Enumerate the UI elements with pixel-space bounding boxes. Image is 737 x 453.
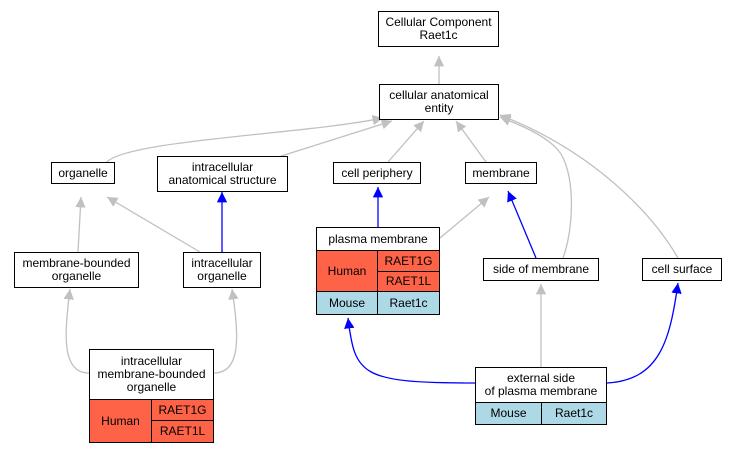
node-cellular-component-root[interactable]: Cellular Component Raet1c [378,11,499,47]
edge-membrane-to-anatomical [455,120,487,163]
edge-external-side-part-of-plasma-membrane [344,317,476,384]
node-side-of-membrane[interactable]: side of membrane [483,258,599,281]
plasma-membrane-mouse-label: Mouse [317,292,378,314]
node-intracellular-membrane-bounded-organelle[interactable]: intracellular membrane-bounded organelle… [89,349,214,443]
node-external-side-of-plasma-membrane[interactable]: external side of plasma membrane Mouse R… [475,367,607,425]
external-side-mouse-gene: Raet1c [542,403,606,424]
edge-side-of-membrane-part-of-membrane [507,190,537,259]
edge-intracellular-organelle-to-organelle [106,196,201,253]
plasma-membrane-human-gene: RAET1L [378,272,439,292]
edge-external-side-part-of-cell-surface [606,282,682,384]
edge-organelle-to-anatomical [104,114,384,165]
edge-membrane-bounded-to-organelle [75,196,86,253]
edge-intracellular-mbo-to-membrane-bounded [63,288,90,374]
node-membrane-bounded-organelle[interactable]: membrane-bounded organelle [14,252,139,288]
node-plasma-membrane[interactable]: plasma membrane Human RAET1G RAET1L Mous… [316,227,440,315]
edge-intracellular-mbo-to-intracellular-organelle [213,288,239,374]
node-membrane[interactable]: membrane [465,162,537,184]
intracellular-mbo-title: intracellular membrane-bounded organelle [90,350,213,400]
node-cell-periphery[interactable]: cell periphery [333,162,421,184]
external-side-title: external side of plasma membrane [476,368,606,403]
edge-cell-surface-to-anatomical [499,113,679,259]
node-cellular-anatomical-entity[interactable]: cellular anatomical entity [379,84,499,120]
node-cell-surface[interactable]: cell surface [642,258,722,281]
node-intracellular-anatomical-structure[interactable]: intracellular anatomical structure [157,156,288,192]
external-side-mouse-label: Mouse [476,403,542,424]
node-intracellular-organelle[interactable]: intracellular organelle [183,252,261,288]
intracellular-mbo-human-gene: RAET1L [152,421,213,442]
plasma-membrane-title: plasma membrane [317,228,439,251]
plasma-membrane-human-label: Human [317,251,378,292]
edge-plasma-membrane-to-membrane [439,196,490,239]
edge-side-of-membrane-to-anatomical [499,116,573,259]
edge-cell-periphery-to-anatomical [387,120,425,163]
plasma-membrane-mouse-gene: Raet1c [378,292,439,314]
plasma-membrane-human-gene: RAET1G [378,251,439,272]
intracellular-mbo-human-label: Human [90,400,152,442]
intracellular-mbo-human-gene: RAET1G [152,400,213,421]
node-organelle[interactable]: organelle [51,162,115,184]
edge-intracellular-structure-to-anatomical [274,119,393,159]
